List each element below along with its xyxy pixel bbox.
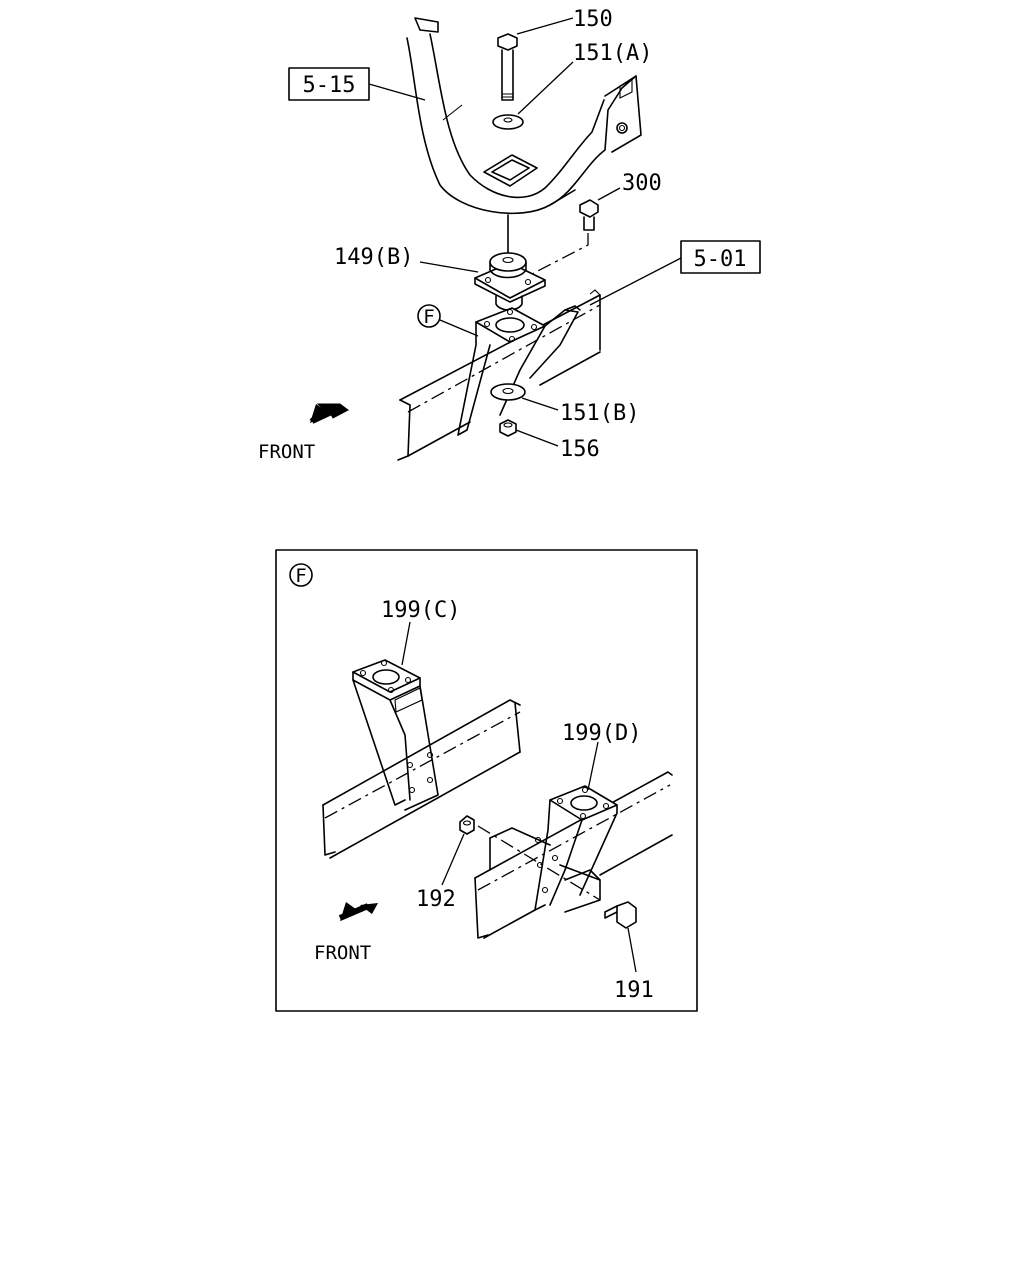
ref-box-5-01[interactable]: 5-01 [680, 240, 761, 274]
callout-151b: 151(B) [560, 401, 639, 426]
callout-199c: 199(C) [381, 598, 460, 623]
top-exploded-view: 5-15 150 [258, 7, 761, 463]
body-mount-bracket-upper [457, 305, 581, 436]
callout-192: 192 [416, 887, 456, 912]
bolt-191 [604, 901, 637, 929]
mounting-bracket [406, 17, 642, 215]
washer-151b [490, 383, 526, 401]
bolt-300 [579, 199, 599, 231]
bracket-199d [474, 771, 673, 939]
callout-149b: 149(B) [334, 245, 413, 270]
marker-f-detail: F [289, 563, 313, 587]
callout-150: 150 [573, 7, 613, 32]
front-arrow-detail [338, 902, 378, 921]
bolt-150 [497, 33, 518, 101]
nut-156 [499, 419, 517, 437]
detail-frame [275, 549, 698, 1012]
callout-191: 191 [614, 978, 654, 1003]
front-label-detail: FRONT [314, 942, 371, 964]
detail-view-f: F 199(C) [275, 549, 698, 1012]
callout-151a: 151(A) [573, 41, 652, 66]
callout-199d: 199(D) [562, 721, 641, 746]
callout-300: 300 [622, 171, 662, 196]
front-arrow-top [309, 403, 349, 424]
nut-192 [459, 815, 475, 835]
rubber-mount-149b [474, 252, 546, 311]
ref-box-5-15-label: 5-15 [303, 73, 356, 98]
marker-f-top-label: F [423, 306, 434, 328]
bracket-199c [322, 659, 521, 859]
callout-156: 156 [560, 437, 600, 462]
marker-f-detail-label: F [295, 565, 306, 587]
marker-f-top: F [417, 304, 441, 328]
front-label-top: FRONT [258, 441, 315, 463]
ref-box-5-01-label: 5-01 [694, 247, 747, 272]
washer-151a [492, 114, 524, 130]
ref-box-5-15[interactable]: 5-15 [288, 67, 370, 101]
